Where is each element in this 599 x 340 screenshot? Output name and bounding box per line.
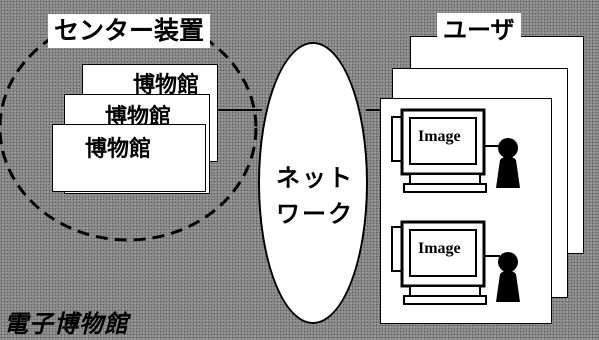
center-dashed-boundary xyxy=(0,14,258,242)
network-node xyxy=(258,42,368,324)
network-label-line1: ネット xyxy=(276,164,354,192)
network-label-line2: ワーク xyxy=(276,200,354,228)
keyboard-icon xyxy=(409,285,481,297)
user-person-icon xyxy=(498,252,518,272)
user-person-icon xyxy=(498,138,518,158)
center-equipment-label: センター装置 xyxy=(48,14,211,48)
image-label-2: Image xyxy=(418,240,461,257)
image-label-1: Image xyxy=(418,128,461,145)
museum-label-front: 博物館 xyxy=(85,136,152,161)
museum-card-front: 博物館 xyxy=(52,124,206,192)
electronic-museum-title: 電子博物館 xyxy=(4,309,129,338)
museum-label-back: 博物館 xyxy=(133,72,200,97)
user-label: ユーザ xyxy=(437,13,521,47)
